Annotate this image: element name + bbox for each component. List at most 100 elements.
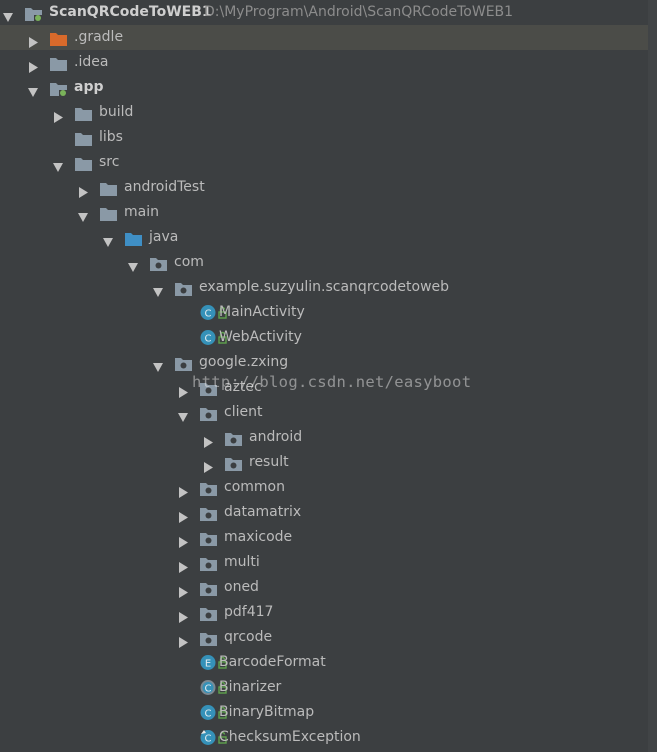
chevron-down-icon[interactable] bbox=[2, 7, 14, 22]
package-icon bbox=[225, 430, 242, 446]
class-icon: C bbox=[200, 304, 228, 321]
vertical-scrollbar[interactable] bbox=[648, 0, 657, 752]
module-folder-icon bbox=[50, 80, 67, 96]
tree-row-label: src bbox=[99, 154, 120, 170]
tree-row-client[interactable]: client bbox=[0, 400, 657, 425]
tree-row-label: ScanQRCodeToWEB1 bbox=[49, 4, 212, 20]
enum-icon: E bbox=[200, 654, 228, 671]
package-icon bbox=[225, 455, 242, 471]
abstract-class-icon: C bbox=[200, 679, 228, 696]
package-icon bbox=[200, 480, 217, 496]
tree-row-qrcode[interactable]: qrcode bbox=[0, 625, 657, 650]
chevron-right-icon[interactable] bbox=[177, 482, 189, 498]
package-icon bbox=[200, 630, 217, 646]
folder-icon bbox=[75, 130, 92, 146]
tree-row-label: aztec bbox=[224, 379, 262, 395]
tree-row-label: androidTest bbox=[124, 179, 205, 195]
chevron-right-icon[interactable] bbox=[202, 432, 214, 448]
tree-row-build[interactable]: build bbox=[0, 100, 657, 125]
chevron-right-icon[interactable] bbox=[77, 182, 89, 198]
tree-row-label: MainActivity bbox=[219, 304, 305, 320]
tree-row-android[interactable]: android bbox=[0, 425, 657, 450]
chevron-down-icon[interactable] bbox=[102, 232, 114, 247]
tree-row-label: BinaryBitmap bbox=[219, 704, 315, 720]
tree-row-label: build bbox=[99, 104, 134, 120]
tree-row-src[interactable]: src bbox=[0, 150, 657, 175]
chevron-down-icon[interactable] bbox=[27, 82, 39, 97]
chevron-right-icon[interactable] bbox=[27, 32, 39, 48]
tree-row-com[interactable]: com bbox=[0, 250, 657, 275]
tree-row-gradle[interactable]: .gradle bbox=[0, 25, 657, 50]
chevron-right-icon[interactable] bbox=[177, 582, 189, 598]
gradle-folder-icon bbox=[50, 30, 67, 46]
source-folder-icon bbox=[125, 230, 142, 246]
chevron-right-icon[interactable] bbox=[27, 57, 39, 73]
tree-row-result[interactable]: result bbox=[0, 450, 657, 475]
class-icon: C bbox=[200, 704, 228, 721]
tree-row-idea[interactable]: .idea bbox=[0, 50, 657, 75]
chevron-down-icon[interactable] bbox=[127, 257, 139, 272]
chevron-right-icon[interactable] bbox=[177, 557, 189, 573]
package-icon bbox=[200, 555, 217, 571]
tree-row-label: pdf417 bbox=[224, 604, 274, 620]
tree-row-label: com bbox=[174, 254, 204, 270]
chevron-right-icon[interactable] bbox=[202, 457, 214, 473]
tree-row-oned[interactable]: oned bbox=[0, 575, 657, 600]
tree-row-maxicode[interactable]: maxicode bbox=[0, 525, 657, 550]
tree-row-datamatrix[interactable]: datamatrix bbox=[0, 500, 657, 525]
package-icon bbox=[150, 255, 167, 271]
tree-row-label: common bbox=[224, 479, 285, 495]
chevron-down-icon[interactable] bbox=[152, 357, 164, 372]
chevron-right-icon[interactable] bbox=[52, 107, 64, 123]
tree-row-common[interactable]: common bbox=[0, 475, 657, 500]
tree-row-label: main bbox=[124, 204, 159, 220]
tree-row-label: google.zxing bbox=[199, 354, 289, 370]
tree-row-aztec[interactable]: aztec bbox=[0, 375, 657, 400]
chevron-down-icon[interactable] bbox=[177, 407, 189, 422]
tree-row-label: Binarizer bbox=[219, 679, 282, 695]
project-path: D:\MyProgram\Android\ScanQRCodeToWEB1 bbox=[204, 4, 514, 20]
package-icon bbox=[200, 530, 217, 546]
chevron-down-icon[interactable] bbox=[152, 282, 164, 297]
tree-row-label: app bbox=[74, 79, 104, 95]
tree-row-androidtest[interactable]: androidTest bbox=[0, 175, 657, 200]
tree-row-multi[interactable]: multi bbox=[0, 550, 657, 575]
tree-row-example-suzyulin-scanqrcodetoweb[interactable]: example.suzyulin.scanqrcodetoweb bbox=[0, 275, 657, 300]
tree-row-mainactivity[interactable]: C MainActivity bbox=[0, 300, 657, 325]
svg-text:C: C bbox=[205, 684, 212, 695]
chevron-right-icon[interactable] bbox=[177, 532, 189, 548]
chevron-right-icon[interactable] bbox=[177, 632, 189, 648]
svg-text:E: E bbox=[205, 659, 211, 670]
chevron-right-icon[interactable] bbox=[177, 607, 189, 623]
svg-text:C: C bbox=[205, 309, 212, 320]
folder-icon bbox=[75, 105, 92, 121]
tree-row-java[interactable]: java bbox=[0, 225, 657, 250]
tree-row-label: libs bbox=[99, 129, 123, 145]
chevron-down-icon[interactable] bbox=[52, 157, 64, 172]
tree-row-app[interactable]: app bbox=[0, 75, 657, 100]
chevron-right-icon[interactable] bbox=[177, 382, 189, 398]
class-icon: C bbox=[200, 329, 228, 346]
tree-row-label: example.suzyulin.scanqrcodetoweb bbox=[199, 279, 450, 295]
folder-icon bbox=[50, 55, 67, 71]
svg-text:C: C bbox=[205, 734, 212, 745]
tree-row-label: datamatrix bbox=[224, 504, 302, 520]
chevron-down-icon[interactable] bbox=[77, 207, 89, 222]
tree-row-main[interactable]: main bbox=[0, 200, 657, 225]
tree-row-pdf417[interactable]: pdf417 bbox=[0, 600, 657, 625]
tree-row-binarizer[interactable]: C Binarizer bbox=[0, 675, 657, 700]
tree-row-label: client bbox=[224, 404, 263, 420]
tree-row-label: multi bbox=[224, 554, 260, 570]
tree-row-google-zxing[interactable]: google.zxing bbox=[0, 350, 657, 375]
chevron-right-icon[interactable] bbox=[177, 507, 189, 523]
tree-row-label: WebActivity bbox=[219, 329, 302, 345]
folder-icon bbox=[100, 205, 117, 221]
tree-row-libs[interactable]: libs bbox=[0, 125, 657, 150]
scrollbar-thumb[interactable] bbox=[648, 0, 657, 752]
